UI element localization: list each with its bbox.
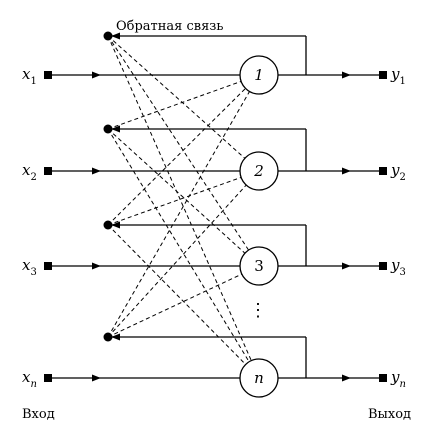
dashed-connection xyxy=(107,35,246,159)
input-terminal xyxy=(44,374,52,382)
dashed-connection xyxy=(107,35,250,251)
labels: x1 y1 x2 y2 x3 y3 xn yn xyxy=(22,65,406,390)
signal-lines xyxy=(48,32,383,382)
dashed-connection xyxy=(107,91,250,338)
feedback-node xyxy=(103,220,113,230)
neuron-circle xyxy=(239,358,279,398)
dashed-connection xyxy=(107,176,242,226)
input-terminal xyxy=(44,167,52,175)
output-label: Выход xyxy=(368,407,411,422)
dashed-connection xyxy=(107,128,250,363)
output-variable-label: yn xyxy=(390,368,406,390)
input-variable-label: x2 xyxy=(22,161,37,183)
neuron-circle xyxy=(239,246,279,286)
input-variable-label: xn xyxy=(22,368,37,390)
neuron-label: n xyxy=(254,369,264,387)
input-label: Вход xyxy=(22,407,55,422)
dashed-connection xyxy=(107,80,242,130)
dashed-connection xyxy=(107,224,247,365)
dashed-connection xyxy=(107,88,246,226)
output-variable-label: y3 xyxy=(390,256,406,278)
feedback-node xyxy=(103,31,113,41)
dashed-connection xyxy=(107,35,252,361)
output-variable-label: y1 xyxy=(390,65,406,87)
output-terminal xyxy=(379,167,387,175)
terminals xyxy=(44,31,387,382)
feedback-node xyxy=(103,124,113,134)
output-terminal xyxy=(379,71,387,79)
dashed-connection xyxy=(107,273,243,338)
feedback-label: Обратная связь xyxy=(116,19,223,34)
input-terminal xyxy=(44,71,52,79)
output-terminal xyxy=(379,374,387,382)
neuron-label: 1 xyxy=(254,66,264,84)
output-terminal xyxy=(379,262,387,270)
neuron-label: 2 xyxy=(253,162,264,180)
neuron-circle xyxy=(239,151,279,191)
dashed-connection xyxy=(107,128,246,254)
neurons: 1 2 3 n xyxy=(239,55,279,398)
input-variable-label: x1 xyxy=(22,65,37,87)
input-terminal xyxy=(44,262,52,270)
neuron-circle xyxy=(239,55,279,95)
neuron-label: 3 xyxy=(254,257,264,275)
input-variable-label: x3 xyxy=(22,256,37,278)
feedback-node xyxy=(103,332,113,342)
ellipsis-dots: ⋮ xyxy=(249,300,267,321)
output-variable-label: y2 xyxy=(390,161,406,183)
dashed-connections xyxy=(107,35,252,365)
dashed-connection xyxy=(107,184,247,338)
